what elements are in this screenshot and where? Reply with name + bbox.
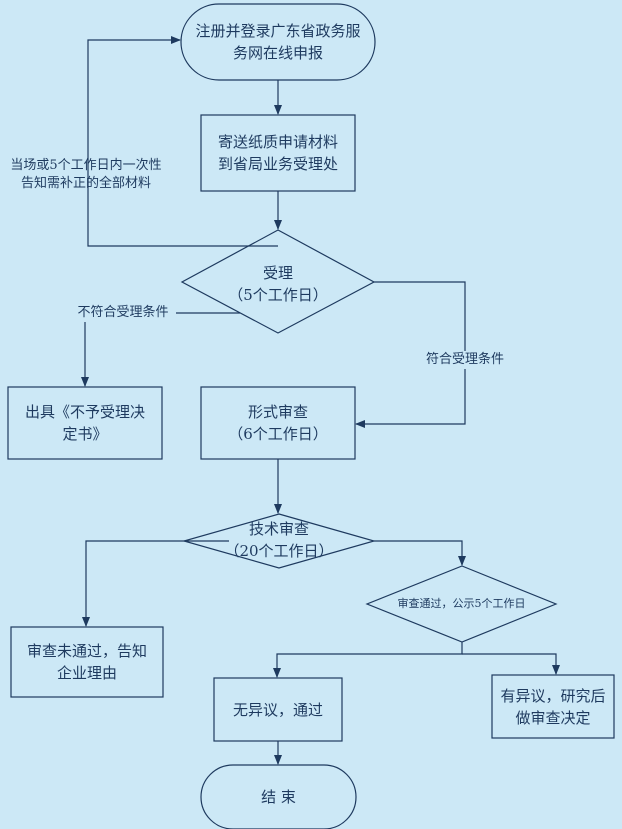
not-eligible-label: 不符合受理条件 <box>70 304 176 322</box>
connector-publicity-no-objection <box>273 642 463 678</box>
technical-node-text: 技术审查 （20个工作日） <box>224 520 334 560</box>
fail-node-text: 审查未通过，告知 企业理由 <box>26 642 147 682</box>
submit-node-shape <box>200 114 356 192</box>
accept-decision-shape <box>180 229 376 334</box>
eligible-label: 符合受理条件 <box>418 351 512 369</box>
objection-node-shape <box>491 674 615 739</box>
resubmit-label: 当场或5个工作日内一次性 告知需补正的全部材料 <box>10 158 162 191</box>
formal-node-shape <box>200 386 356 460</box>
publicity-node-text: 审查通过，公示5个工作日 <box>397 597 526 610</box>
fail-node-shape <box>10 626 164 698</box>
submit-node-text: 寄送纸质申请材料 到省局业务受理处 <box>217 133 338 173</box>
start-node-text: 注册并登录广东省政务服 务网在线申报 <box>195 22 361 62</box>
end-node-text: 结 束 <box>261 788 296 806</box>
no-objection-node-text: 无异议，通过 <box>232 701 323 719</box>
end-node-shape <box>200 764 357 829</box>
connector-accept-reject <box>81 312 240 387</box>
reject-node-text: 出具《不予受理决 定书》 <box>24 403 145 443</box>
connector-technical-publicity <box>374 540 466 566</box>
no-objection-node-shape <box>213 677 343 742</box>
objection-node-text: 有异议，研究后 做审查决定 <box>500 687 606 727</box>
formal-node-text: 形式审查 （6个工作日） <box>228 403 328 443</box>
reject-node-shape <box>7 386 163 460</box>
accept-node-text: 受理 （5个工作日） <box>228 264 328 304</box>
connector-publicity-objection <box>462 653 560 675</box>
technical-decision-shape <box>181 513 377 569</box>
connector-resubmit-loop <box>87 36 278 247</box>
connector-technical-fail <box>82 540 229 627</box>
